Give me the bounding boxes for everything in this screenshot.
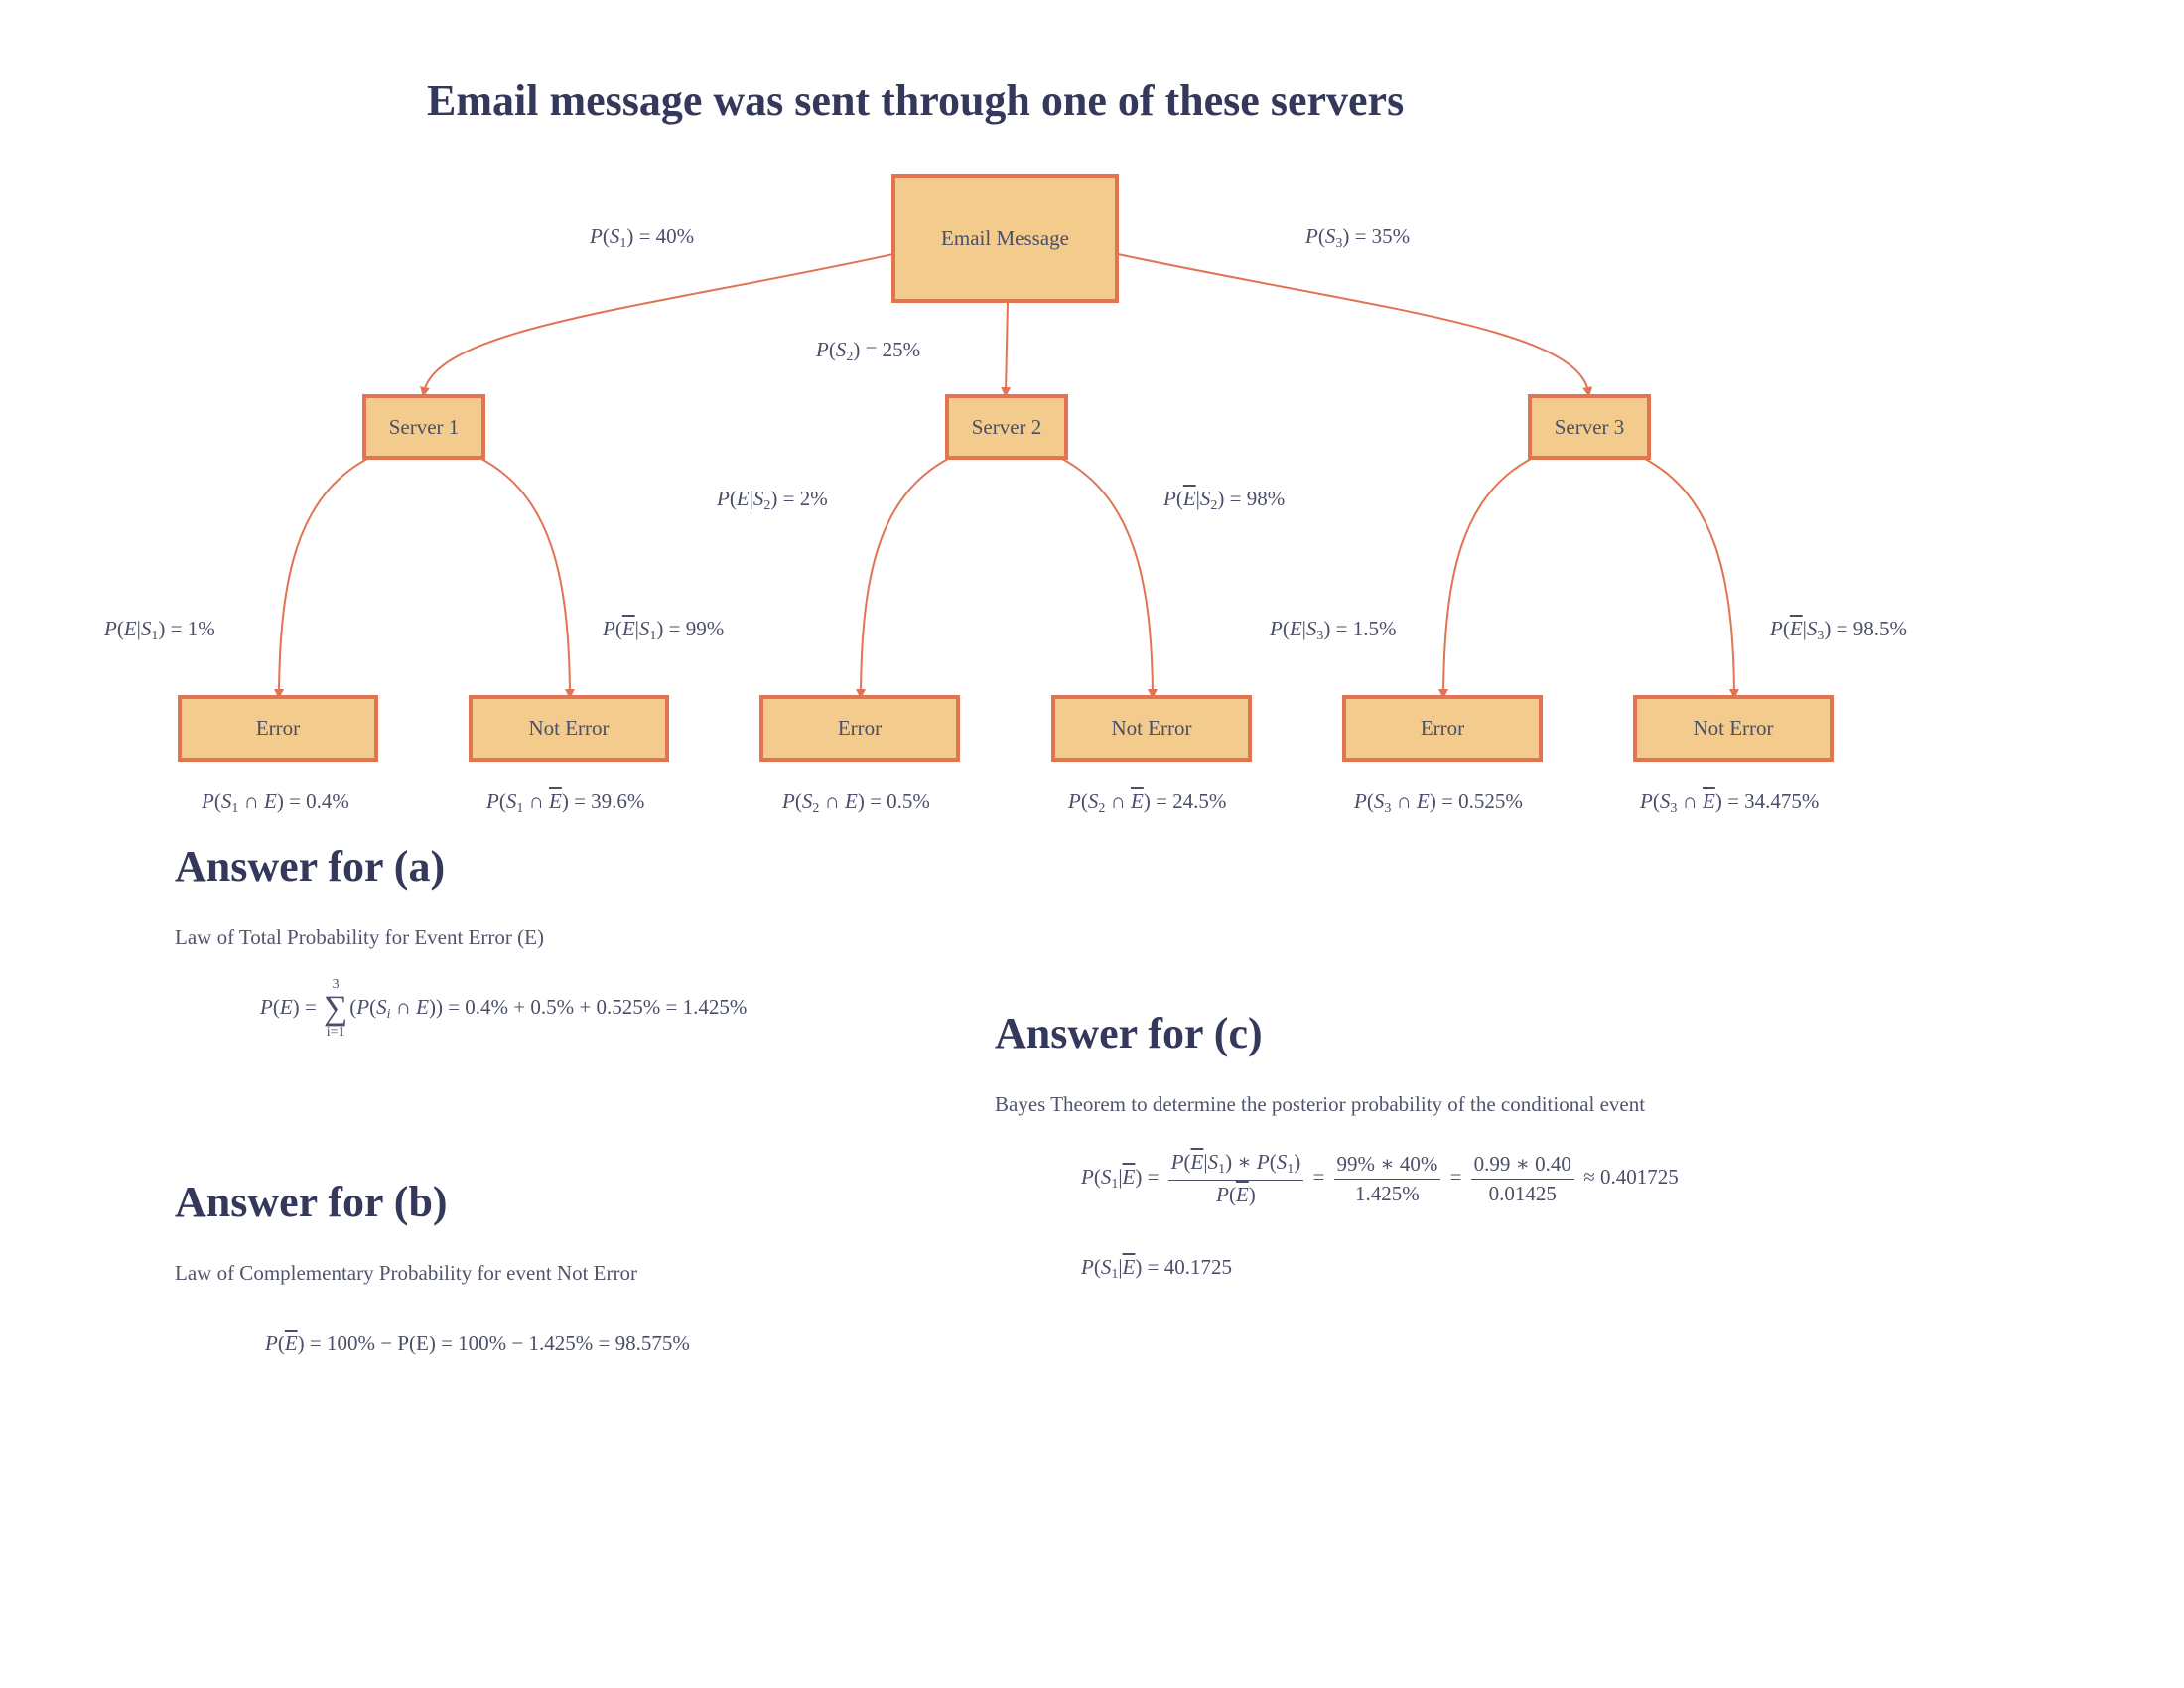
value-p-s2: 25% [882,338,921,361]
percent-fraction-numerator: 99% ∗ 40% [1333,1152,1441,1180]
node-server3-error: Error [1342,695,1543,762]
heading-answer-b: Answer for (b) [175,1178,448,1226]
value-joint-s1-e: 0.4% [306,789,349,813]
value-p-e-given-s2: 2% [799,487,828,510]
percent-fraction-denominator: 1.425% [1355,1181,1420,1205]
edge-server3-noterror [1644,458,1739,699]
answer-c-final-value: = 40.1725 [1147,1255,1232,1279]
sum-symbol: 3 ∑ i=1 [324,977,348,1040]
node-server-1: Server 1 [362,394,485,460]
label-p-e-given-s3: P(E|S3) = 1.5% [1270,617,1397,643]
label-p-note-given-s3: P(E|S3) = 98.5% [1770,617,1907,643]
value-joint-s2-e: 0.5% [887,789,930,813]
value-joint-s2-note: 24.5% [1172,789,1227,813]
node-server2-not-error: Not Error [1051,695,1252,762]
joint-s3-e: P(S3 ∩ E) = 0.525% [1354,789,1523,816]
answer-c-formula: P(S1|E) = P(E|S1) ∗ P(S1) P(E) = 99% ∗ 4… [1081,1150,1679,1207]
heading-answer-c: Answer for (c) [995,1009,1263,1057]
edge-server3-error [1438,458,1532,699]
heading-answer-a: Answer for (a) [175,842,446,891]
label-p-e-given-s2: P(E|S2) = 2% [717,487,828,513]
node-server3-not-error: Not Error [1633,695,1834,762]
joint-s2-e: P(S2 ∩ E) = 0.5% [782,789,930,816]
node-email-message: Email Message [891,174,1119,303]
sum-upper-limit: 3 [332,977,340,992]
value-joint-s3-e: 0.525% [1458,789,1523,813]
answer-b-result: = 100% − P(E) = 100% − 1.425% = 98.575% [309,1332,690,1355]
edge-root-server3 [1117,253,1593,397]
label-p-note-given-s1: P(E|S1) = 99% [603,617,725,643]
joint-s1-note: P(S1 ∩ E) = 39.6% [486,789,645,816]
label-p-s1: P(S1) = 40% [590,224,695,251]
label-p-s3: P(S3) = 35% [1305,224,1411,251]
answer-c-final: P(S1|E) = 40.1725 [1081,1255,1232,1282]
decimal-fraction-numerator: 0.99 ∗ 0.40 [1470,1152,1574,1180]
answer-b-description: Law of Complementary Probability for eve… [175,1261,637,1285]
value-p-note-given-s1: 99% [685,617,725,640]
value-joint-s1-note: 39.6% [591,789,645,813]
sum-lower-limit: i=1 [326,1025,345,1040]
edge-server2-noterror [1061,458,1158,699]
value-p-note-given-s2: 98% [1246,487,1286,510]
edge-root-server1 [420,253,894,397]
node-server1-not-error: Not Error [469,695,669,762]
answer-c-approx: ≈ 0.401725 [1583,1164,1679,1189]
label-p-s2: P(S2) = 25% [816,338,921,364]
joint-s1-e: P(S1 ∩ E) = 0.4% [202,789,349,816]
joint-s3-note: P(S3 ∩ E) = 34.475% [1640,789,1820,816]
edge-root-server2 [1001,301,1012,397]
answer-a-formula: P(E) = 3 ∑ i=1 (P(Si ∩ E)) = 0.4% + 0.5%… [260,977,748,1040]
node-server-3: Server 3 [1528,394,1651,460]
page-title: Email message was sent through one of th… [427,76,1405,125]
node-server-2: Server 2 [945,394,1068,460]
value-p-s1: 40% [655,224,695,248]
answer-b-formula: P(E) = 100% − P(E) = 100% − 1.425% = 98.… [265,1332,690,1355]
value-joint-s3-note: 34.475% [1744,789,1820,813]
joint-s2-note: P(S2 ∩ E) = 24.5% [1068,789,1227,816]
value-p-e-given-s1: 1% [187,617,215,640]
edge-server2-error [856,458,949,699]
bayes-fraction: P(E|S1) ∗ P(S1) P(E) [1167,1150,1304,1207]
answer-a-result: = 0.4% + 0.5% + 0.525% = 1.425% [448,994,748,1019]
label-p-e-given-s1: P(E|S1) = 1% [104,617,215,643]
node-server2-error: Error [759,695,960,762]
edge-server1-error [274,458,368,699]
decimal-fraction-denominator: 0.01425 [1488,1181,1557,1205]
label-p-note-given-s2: P(E|S2) = 98% [1163,487,1286,513]
answer-a-description: Law of Total Probability for Event Error… [175,925,544,949]
value-p-e-given-s3: 1.5% [1352,617,1397,640]
node-server1-error: Error [178,695,378,762]
value-p-s3: 35% [1371,224,1411,248]
value-p-note-given-s3: 98.5% [1852,617,1907,640]
answer-c-description: Bayes Theorem to determine the posterior… [995,1092,1646,1116]
decimal-fraction: 0.99 ∗ 0.40 0.01425 [1470,1152,1574,1206]
percent-fraction: 99% ∗ 40% 1.425% [1333,1152,1441,1206]
edge-server1-noterror [480,458,575,699]
